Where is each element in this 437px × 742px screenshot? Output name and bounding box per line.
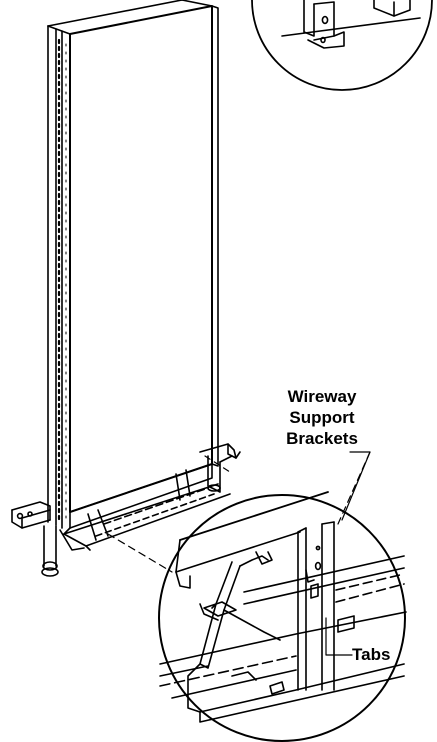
leader-lines xyxy=(107,451,371,656)
wireway-support-brackets-label: Wireway Support Brackets xyxy=(262,386,382,449)
bracket-detail-magnifier xyxy=(158,494,406,742)
wireway-label-line2: Support xyxy=(289,408,355,427)
gondola-upright-panel xyxy=(47,0,219,529)
top-detail-magnifier xyxy=(251,0,433,91)
bracket-detail-contents xyxy=(159,491,407,723)
tabs-label: Tabs xyxy=(352,645,391,664)
wireway-label-line3: Brackets xyxy=(286,429,358,448)
upright-slots xyxy=(57,38,67,522)
base-assembly xyxy=(11,443,241,577)
wireway-label-line1: Wireway xyxy=(287,387,357,406)
